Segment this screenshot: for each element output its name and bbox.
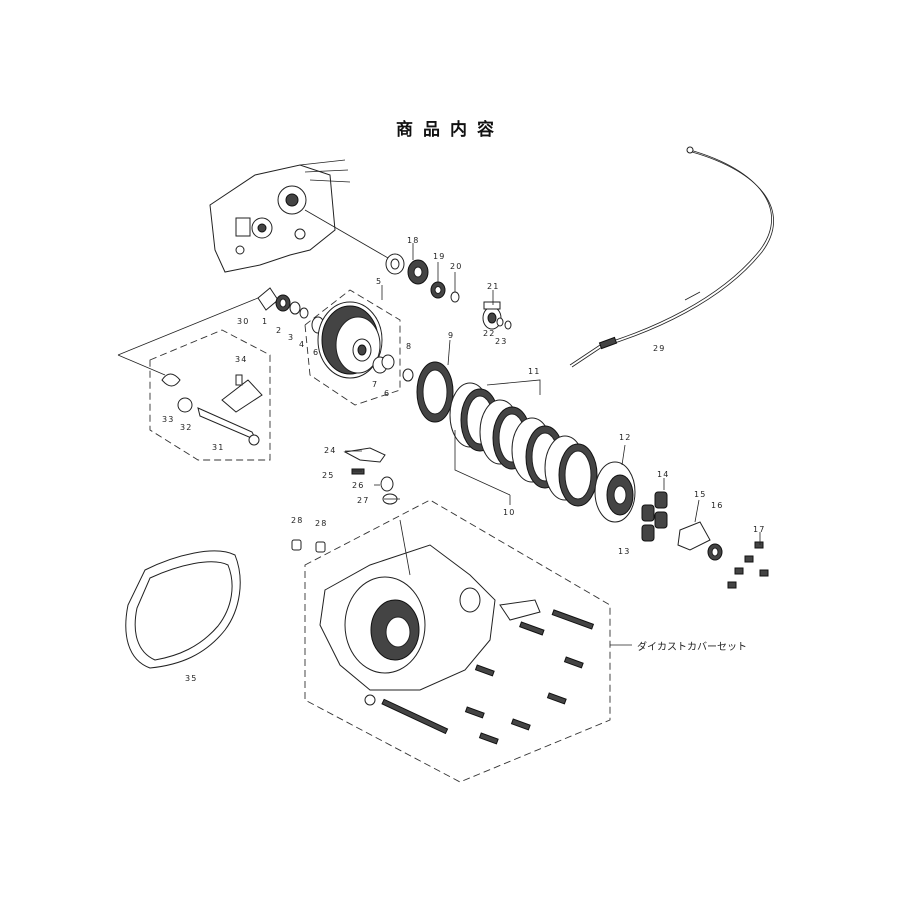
part-label-22: 22 xyxy=(483,329,496,338)
part-label-21: 21 xyxy=(487,282,500,291)
part-label-26: 26 xyxy=(352,481,365,490)
part-label-25: 25 xyxy=(322,471,335,480)
part-label-13: 13 xyxy=(618,547,631,556)
diecast-cover-set xyxy=(304,499,632,783)
part-label-28b: 28 xyxy=(315,519,328,528)
cover-bolts xyxy=(364,609,595,745)
part-label-4: 4 xyxy=(299,340,305,349)
part-label-9: 9 xyxy=(448,331,454,340)
part-label-14: 14 xyxy=(657,470,670,479)
part-label-11: 11 xyxy=(528,367,541,376)
part-label-15: 15 xyxy=(694,490,707,499)
part-label-30: 30 xyxy=(237,317,250,326)
part-label-24: 24 xyxy=(324,446,337,455)
part-label-34: 34 xyxy=(235,355,248,364)
part-label-3: 3 xyxy=(288,333,294,342)
leader-lines xyxy=(345,243,761,545)
part-labels: 1 2 3 4 5 6 6 7 8 9 10 11 12 13 14 15 16… xyxy=(162,236,766,683)
part-label-18: 18 xyxy=(407,236,420,245)
part-label-7: 7 xyxy=(372,380,378,389)
part-label-5: 5 xyxy=(376,277,382,286)
part-label-6b: 6 xyxy=(384,389,390,398)
kick-starter-group xyxy=(149,329,271,461)
part-label-17: 17 xyxy=(753,525,766,534)
engine-case xyxy=(209,159,396,273)
part-label-33: 33 xyxy=(162,415,175,424)
part-label-2: 2 xyxy=(276,326,282,335)
cover-gasket xyxy=(125,550,241,669)
part-label-8: 8 xyxy=(406,342,412,351)
part-label-1: 1 xyxy=(262,317,268,326)
primary-gear-parts xyxy=(385,253,512,330)
part-label-16: 16 xyxy=(711,501,724,510)
part-label-20: 20 xyxy=(450,262,463,271)
washer-group xyxy=(117,287,309,376)
part-label-32: 32 xyxy=(180,423,193,432)
clutch-cable xyxy=(569,146,774,368)
release-lever-parts xyxy=(343,447,398,505)
pressure-plate-parts xyxy=(594,461,769,589)
clutch-plate-stack xyxy=(416,361,598,507)
part-label-29: 29 xyxy=(653,344,666,353)
part-label-23: 23 xyxy=(495,337,508,346)
part-label-27: 27 xyxy=(357,496,370,505)
page-title: 商品内容 xyxy=(396,120,504,140)
clutch-housing xyxy=(304,289,414,406)
part-label-35: 35 xyxy=(185,674,198,683)
diecast-cover-set-label: ダイカストカバーセット xyxy=(637,640,747,653)
part-label-31: 31 xyxy=(212,443,225,452)
part-label-6a: 6 xyxy=(313,348,319,357)
part-label-10: 10 xyxy=(503,508,516,517)
part-label-12: 12 xyxy=(619,433,632,442)
part-label-28a: 28 xyxy=(291,516,304,525)
dowel-pins xyxy=(291,539,326,553)
part-label-19: 19 xyxy=(433,252,446,261)
